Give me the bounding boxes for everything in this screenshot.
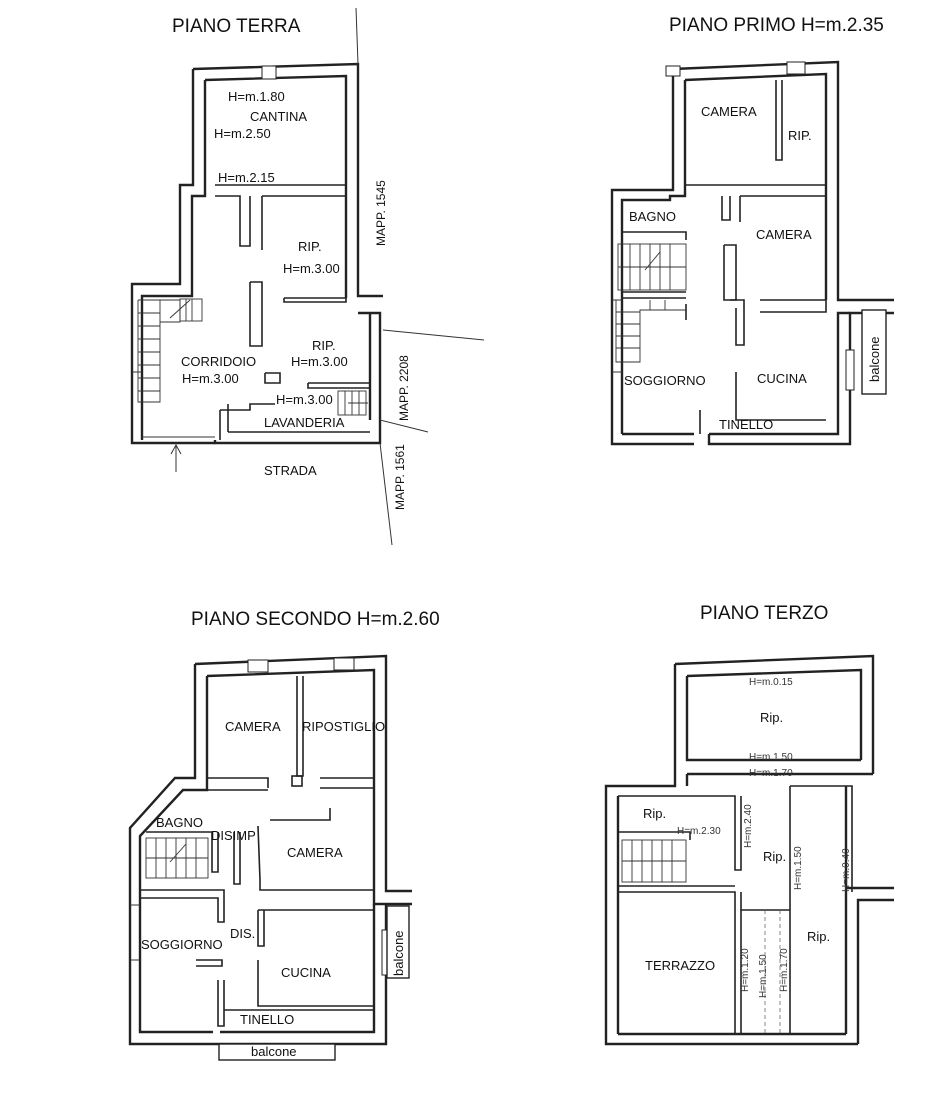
label-terra-h215: H=m.2.15 xyxy=(218,170,275,185)
primo-internal-walls xyxy=(622,80,827,434)
label-mapp-1561: MAPP. 1561 xyxy=(393,444,407,510)
title-piano-secondo: PIANO SECONDO H=m.2.60 xyxy=(191,609,440,630)
label-secondo-cucina: CUCINA xyxy=(281,965,331,980)
label-secondo-bagno: BAGNO xyxy=(156,815,203,830)
label-terzo-h015: H=m.0.15 xyxy=(749,677,793,688)
label-secondo-soggiorno: SOGGIORNO xyxy=(141,937,223,952)
plan-piano-terzo: PIANO TERZO xyxy=(604,603,894,1046)
plan-piano-secondo: PIANO SECONDO H=m.2.60 xyxy=(128,609,440,1061)
label-lavanderia: LAVANDERIA xyxy=(264,415,345,430)
secondo-staircase xyxy=(145,837,209,879)
label-cantina: CANTINA xyxy=(250,109,307,124)
plan-piano-primo: PIANO PRIMO H=m.2.35 xyxy=(610,15,894,446)
label-terzo-h150b: H=m.1.50 xyxy=(793,846,804,890)
terra-property-lines xyxy=(170,7,485,546)
label-mapp-2208: MAPP. 2208 xyxy=(397,355,411,421)
secondo-internal-walls xyxy=(140,676,374,1027)
label-secondo-balcone-bottom: balcone xyxy=(251,1044,297,1059)
label-terra-rip2-h: H=m.3.00 xyxy=(291,354,348,369)
secondo-balcone-bottom xyxy=(218,1043,336,1061)
label-primo-camera2: CAMERA xyxy=(756,227,812,242)
label-secondo-tinello: TINELLO xyxy=(240,1012,294,1027)
primo-staircase xyxy=(615,243,687,363)
label-terzo-h240: H=m.2.40 xyxy=(743,804,754,848)
label-terzo-h150c: H=m.1.50 xyxy=(758,954,769,998)
label-terzo-h040: H=m.0.40 xyxy=(841,848,852,892)
terzo-internal-walls xyxy=(618,785,853,1034)
label-terzo-h120: H=m.1.20 xyxy=(740,948,751,992)
label-terzo-h170a: H=m.1.70 xyxy=(749,768,793,779)
label-secondo-camera1: CAMERA xyxy=(225,719,281,734)
terra-staircase xyxy=(137,298,368,416)
label-secondo-disimp: DISIMP xyxy=(211,828,256,843)
terzo-outer-walls xyxy=(604,654,894,1046)
label-terra-h180: H=m.1.80 xyxy=(228,89,285,104)
secondo-balcone-side xyxy=(386,905,410,979)
label-terrazzo: TERRAZZO xyxy=(645,958,715,973)
title-piano-terra: PIANO TERRA xyxy=(172,16,301,37)
label-primo-rip: RIP. xyxy=(788,128,812,143)
title-piano-terzo: PIANO TERZO xyxy=(700,603,828,624)
label-terzo-h170b: H=m.1.70 xyxy=(779,948,790,992)
label-terzo-rip-left: Rip. xyxy=(643,806,666,821)
label-primo-soggiorno: SOGGIORNO xyxy=(624,373,706,388)
secondo-outer-walls xyxy=(128,654,412,1046)
label-terra-rip1-h: H=m.3.00 xyxy=(283,261,340,276)
label-secondo-ripostiglio: RIPOSTIGLIO xyxy=(302,719,385,734)
label-primo-camera1: CAMERA xyxy=(701,104,757,119)
label-secondo-camera2: CAMERA xyxy=(287,845,343,860)
label-secondo-dis: DIS. xyxy=(230,926,255,941)
label-primo-balcone: balcone xyxy=(867,336,882,382)
label-terra-rip2: RIP. xyxy=(312,338,336,353)
label-terzo-rip-right: Rip. xyxy=(807,929,830,944)
label-terzo-rip-mid: Rip. xyxy=(763,849,786,864)
label-terra-rip1: RIP. xyxy=(298,239,322,254)
terra-internal-walls xyxy=(215,184,371,440)
label-corridoio-h: H=m.3.00 xyxy=(182,371,239,386)
label-secondo-balcone-side: balcone xyxy=(391,930,406,976)
label-terzo-rip-top: Rip. xyxy=(760,710,783,725)
label-mapp-1545: MAPP. 1545 xyxy=(374,180,388,246)
label-primo-bagno: BAGNO xyxy=(629,209,676,224)
label-lavanderia-h: H=m.3.00 xyxy=(276,392,333,407)
label-corridoio: CORRIDOIO xyxy=(181,354,256,369)
terzo-staircase xyxy=(621,839,687,883)
plan-piano-terra: PIANO TERRA xyxy=(130,7,485,546)
label-primo-tinello: TINELLO xyxy=(719,417,773,432)
label-terzo-h230: H=m.2.30 xyxy=(677,826,721,837)
primo-balcone xyxy=(861,309,887,395)
label-strada: STRADA xyxy=(264,463,317,478)
label-primo-cucina: CUCINA xyxy=(757,371,807,386)
label-terzo-h150a: H=m.1.50 xyxy=(749,752,793,763)
title-piano-primo: PIANO PRIMO H=m.2.35 xyxy=(669,15,884,36)
label-terra-h250: H=m.2.50 xyxy=(214,126,271,141)
